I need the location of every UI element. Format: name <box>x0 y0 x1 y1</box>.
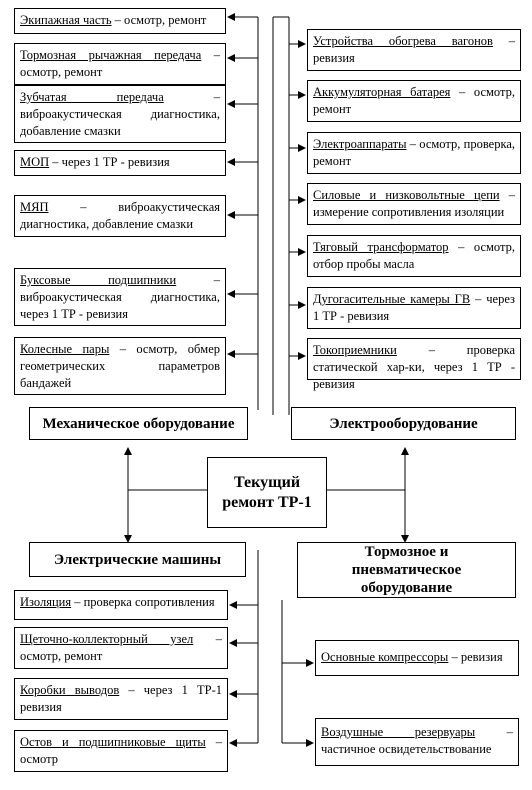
elec-item-desc: – проверка статической хар-ки, через 1 Т… <box>313 343 515 391</box>
mech-item-term: Экипажная часть <box>20 13 112 27</box>
mech-item-desc: – виброакустическая диагностика, добавле… <box>20 200 220 231</box>
elec-item-term: Электроаппараты <box>313 137 407 151</box>
group-header-electric-machines-label: Электрические машины <box>53 551 222 568</box>
machines-item-term: Остов и подшипниковые щиты <box>20 735 206 749</box>
brake-item: Воздушные резервуары – частичное освидет… <box>315 718 519 766</box>
machines-item: Щеточно-коллекторный узел – осмотр, ремо… <box>14 627 228 669</box>
brake-item: Основные компрессоры – ревизия <box>315 640 519 676</box>
mech-item-desc: – осмотр, обмер геометрических параметро… <box>20 342 220 390</box>
machines-item-desc: – через 1 ТР-1 ревизия <box>20 683 222 714</box>
mech-item-term: Колесные пары <box>20 342 110 356</box>
mech-item: Тормозная рычажная передача – осмотр, ре… <box>14 43 226 85</box>
group-header-brake-label: Тормозное и пневматическое оборудование <box>351 544 462 596</box>
elec-item: Устройства обогрева вагонов – ревизия <box>307 29 521 71</box>
mech-item-term: МОП <box>20 155 50 169</box>
mech-item: Зубчатая передача – виброакустическая ди… <box>14 85 226 143</box>
machines-item-term: Изоляция <box>20 595 72 609</box>
mech-item-desc: – через 1 ТР - ревизия <box>49 155 170 169</box>
mech-item-desc: – виброакустическая диагностика, добавле… <box>20 90 220 138</box>
mech-item-desc: – осмотр, ремонт <box>20 48 221 79</box>
elec-item-term: Токоприемники <box>313 343 397 357</box>
brake-item-term: Воздушные резервуары <box>321 725 476 739</box>
elec-item: Тяговый трансформатор – осмотр, отбор пр… <box>307 235 521 277</box>
group-header-mechanical: Механическое оборудование <box>29 407 248 440</box>
mech-item: Экипажная часть – осмотр, ремонт <box>14 8 226 34</box>
elec-item-desc: – осмотр, ремонт <box>313 85 515 116</box>
mech-item-term: Зубчатая передача <box>20 90 164 104</box>
elec-item: Электроаппараты – осмотр, проверка, ремо… <box>307 132 521 174</box>
mech-item: Буксовые подшипники – виброакустическая … <box>14 268 226 326</box>
center-node-label: Текущий ремонт ТР-1 <box>222 473 312 511</box>
machines-item-desc: – проверка сопротивления <box>71 595 215 609</box>
elec-item: Аккумуляторная батарея – осмотр, ремонт <box>307 80 521 122</box>
machines-item: Остов и подшипниковые щиты – осмотр <box>14 730 228 772</box>
machines-item: Изоляция – проверка сопротивления <box>14 590 228 620</box>
group-header-electrical: Электрооборудование <box>291 407 516 440</box>
elec-item-term: Дугогасительные камеры ГВ <box>313 292 471 306</box>
elec-item-desc: – через 1 ТР - ревизия <box>313 292 515 323</box>
group-header-mechanical-label: Механическое оборудование <box>42 415 235 432</box>
elec-item-desc: – ревизия <box>313 34 515 65</box>
machines-item-term: Щеточно-коллекторный узел <box>20 632 194 646</box>
brake-item-term: Основные компрессоры <box>321 650 449 664</box>
machines-item-desc: – осмотр, ремонт <box>20 632 222 663</box>
mech-item: МОП – через 1 ТР - ревизия <box>14 150 226 176</box>
elec-item-term: Устройства обогрева вагонов <box>313 34 493 48</box>
mech-item-desc: – осмотр, ремонт <box>111 13 207 27</box>
machines-item-term: Коробки выводов <box>20 683 120 697</box>
elec-item-term: Аккумуляторная батарея <box>313 85 451 99</box>
elec-item-term: Силовые и низковольтные цепи <box>313 188 500 202</box>
elec-item-term: Тяговый трансформатор <box>313 240 449 254</box>
elec-item: Силовые и низковольтные цепи – измерение… <box>307 183 521 225</box>
brake-item-desc: – частичное освидетельствование <box>321 725 513 756</box>
machines-item: Коробки выводов – через 1 ТР-1 ревизия <box>14 678 228 720</box>
brake-item-desc: – ревизия <box>448 650 503 664</box>
elec-item: Дугогасительные камеры ГВ – через 1 ТР -… <box>307 287 521 329</box>
mech-item: Колесные пары – осмотр, обмер геометриче… <box>14 337 226 395</box>
elec-item-desc: – измерение сопротивления изоляции <box>313 188 516 219</box>
center-node: Текущий ремонт ТР-1 <box>207 457 327 528</box>
mech-item-desc: – виброакустическая диагностика, через 1… <box>20 273 220 321</box>
machines-item-desc: – осмотр <box>20 735 222 766</box>
group-header-electrical-label: Электрооборудование <box>329 415 478 432</box>
elec-item: Токоприемники – проверка статической хар… <box>307 338 521 391</box>
group-header-brake: Тормозное и пневматическое оборудование <box>297 542 516 598</box>
mech-item: МЯП – виброакустическая диагностика, доб… <box>14 195 226 237</box>
mech-item-term: МЯП <box>20 200 49 214</box>
elec-item-desc: – осмотр, проверка, ремонт <box>313 137 515 168</box>
elec-item-desc: – осмотр, отбор пробы масла <box>313 240 515 271</box>
mech-item-term: Буксовые подшипники <box>20 273 177 287</box>
mech-item-term: Тормозная рычажная передача <box>20 48 202 62</box>
group-header-electric-machines: Электрические машины <box>29 542 246 577</box>
